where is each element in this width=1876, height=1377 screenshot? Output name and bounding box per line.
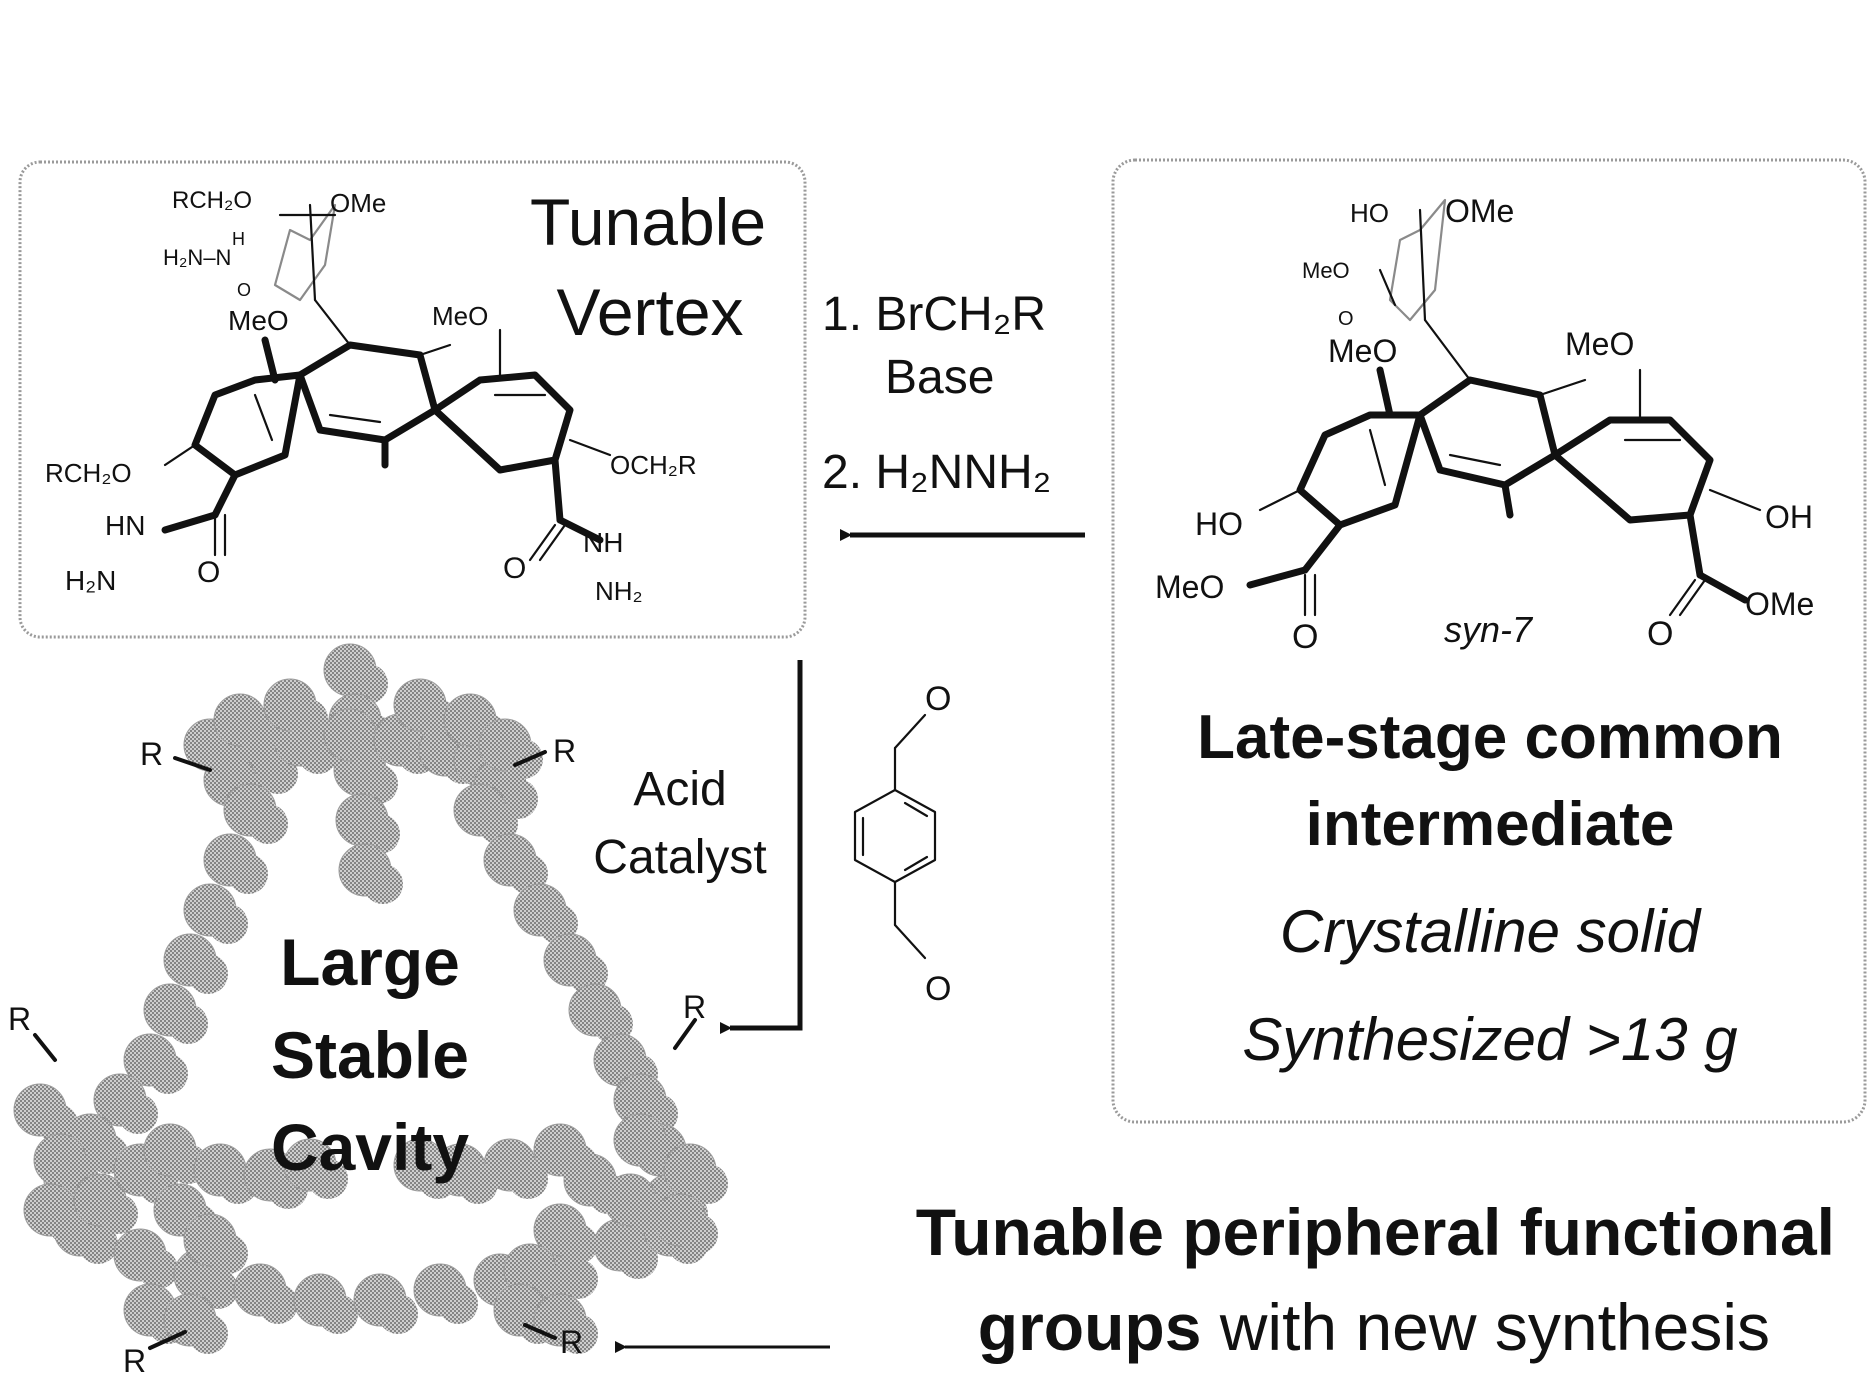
cage-atom bbox=[438, 1284, 478, 1324]
step2-line2: Catalyst bbox=[593, 831, 766, 884]
int-label-ome-ester-right: OMe bbox=[1745, 586, 1814, 622]
vertex-label-hn: HN bbox=[105, 510, 145, 541]
int-label-ome-top: OMe bbox=[1445, 193, 1514, 229]
cage-r-label-3: R bbox=[8, 1001, 31, 1037]
vertex-label-h2n: H₂N bbox=[65, 565, 116, 596]
cage-r-label-1: R bbox=[140, 736, 163, 772]
cage-r-label-4: R bbox=[683, 989, 706, 1025]
cage-model: R R R R R R Large Stable Cavity bbox=[8, 644, 728, 1377]
step1-line2: Base bbox=[885, 351, 994, 404]
cage-label-stable: Stable bbox=[271, 1018, 469, 1092]
step1-line3: 2. H₂NNH₂ bbox=[822, 446, 1051, 499]
cage-atom bbox=[188, 954, 228, 994]
cage-atom bbox=[318, 1294, 358, 1334]
reaction-step-2: Acid Catalyst O O bbox=[593, 660, 951, 1028]
vertex-label-meo-right: MeO bbox=[432, 301, 488, 331]
reaction-step-1: 1. BrCH₂R Base 2. H₂NNH₂ bbox=[822, 288, 1085, 535]
cage-atom bbox=[258, 1284, 298, 1324]
cage-atom bbox=[558, 1144, 598, 1184]
vertex-label-h: H bbox=[232, 229, 245, 249]
step2-line1: Acid bbox=[633, 763, 726, 816]
cage-atom bbox=[558, 1224, 598, 1264]
vertex-label-nh2: NH₂ bbox=[595, 576, 643, 606]
cage-atom bbox=[188, 1314, 228, 1354]
cage-atom bbox=[588, 1174, 628, 1214]
cage-atom bbox=[678, 1214, 718, 1254]
vertex-label-rch2o-top: RCH₂O bbox=[172, 187, 252, 214]
cage-atom bbox=[228, 854, 268, 894]
cage-atom bbox=[508, 1159, 548, 1199]
cage-atom bbox=[208, 904, 248, 944]
vertex-label-o-right: O bbox=[503, 552, 526, 585]
cage-atom bbox=[168, 1004, 208, 1044]
cage-r-label-6: R bbox=[560, 1324, 583, 1360]
vertex-label-rch2o-left: RCH₂O bbox=[45, 458, 132, 488]
vertex-title-line2: Vertex bbox=[556, 275, 743, 349]
aldehyde-o-top: O bbox=[925, 680, 951, 718]
vertex-label-o-top: O bbox=[237, 280, 251, 300]
intermediate-note-crystalline: Crystalline solid bbox=[1280, 898, 1702, 965]
footer-line2-rest: with new synthesis bbox=[1201, 1290, 1770, 1364]
int-label-meo-left: MeO bbox=[1328, 333, 1397, 369]
footer-line2-bold: groups bbox=[978, 1290, 1202, 1364]
cage-atom bbox=[148, 1054, 188, 1094]
cage-atom bbox=[118, 1094, 158, 1134]
int-label-ho-left: HO bbox=[1195, 506, 1243, 542]
int-label-o-right: O bbox=[1647, 615, 1673, 653]
vertex-title-line1: Tunable bbox=[530, 185, 766, 259]
tunable-vertex-panel: RCH₂O OMe H H₂N–N O MeO MeO RCH₂O OCH₂R … bbox=[20, 162, 805, 637]
cage-atoms bbox=[14, 644, 728, 1354]
cage-atom bbox=[208, 1234, 248, 1274]
footer-line2: groups with new synthesis bbox=[978, 1290, 1770, 1364]
terephthalaldehyde-structure: O O bbox=[855, 680, 951, 1008]
int-label-o-left: O bbox=[1292, 618, 1318, 656]
cage-atom bbox=[288, 699, 328, 739]
common-intermediate-panel: HO OMe MeO O MeO MeO HO OH MeO O O OMe s… bbox=[1113, 160, 1865, 1122]
cage-atom bbox=[378, 1294, 418, 1334]
cage-atom bbox=[628, 1194, 668, 1234]
intermediate-title-line2: intermediate bbox=[1306, 790, 1675, 859]
int-label-meo-ester-left: MeO bbox=[1155, 569, 1224, 605]
footer-caption: Tunable peripheral functional groups wit… bbox=[625, 1195, 1835, 1364]
cage-label-cavity: Cavity bbox=[271, 1110, 469, 1184]
cage-atom bbox=[363, 864, 403, 904]
cage-atom bbox=[503, 739, 543, 779]
step1-line1: 1. BrCH₂R bbox=[822, 288, 1046, 341]
vertex-label-ome-top: OMe bbox=[330, 188, 386, 218]
cage-atom bbox=[138, 1249, 178, 1289]
compound-name: syn-7 bbox=[1444, 609, 1534, 650]
vertex-label-nh: NH bbox=[583, 527, 623, 558]
intermediate-note-synthesized: Synthesized >13 g bbox=[1242, 1006, 1737, 1073]
cage-atom bbox=[248, 804, 288, 844]
vertex-label-o-left: O bbox=[197, 556, 220, 589]
cage-label-large: Large bbox=[280, 925, 460, 999]
cage-r-label-5: R bbox=[123, 1343, 146, 1377]
vertex-label-h2n-n: H₂N–N bbox=[163, 245, 231, 270]
int-label-oh-right: OH bbox=[1765, 499, 1813, 535]
vertex-label-och2r-right: OCH₂R bbox=[610, 450, 697, 480]
intermediate-title-line1: Late-stage common bbox=[1197, 703, 1783, 772]
cage-r-label-2: R bbox=[553, 733, 576, 769]
vertex-label-meo-left: MeO bbox=[228, 305, 289, 336]
int-label-meo-ester-top: MeO bbox=[1302, 258, 1350, 283]
int-label-ho-top: HO bbox=[1350, 198, 1389, 228]
int-label-o-top: O bbox=[1338, 308, 1354, 330]
aldehyde-o-bottom: O bbox=[925, 970, 951, 1008]
cage-atom bbox=[98, 1194, 138, 1234]
footer-line1: Tunable peripheral functional bbox=[916, 1195, 1835, 1269]
int-label-meo-right: MeO bbox=[1565, 326, 1634, 362]
